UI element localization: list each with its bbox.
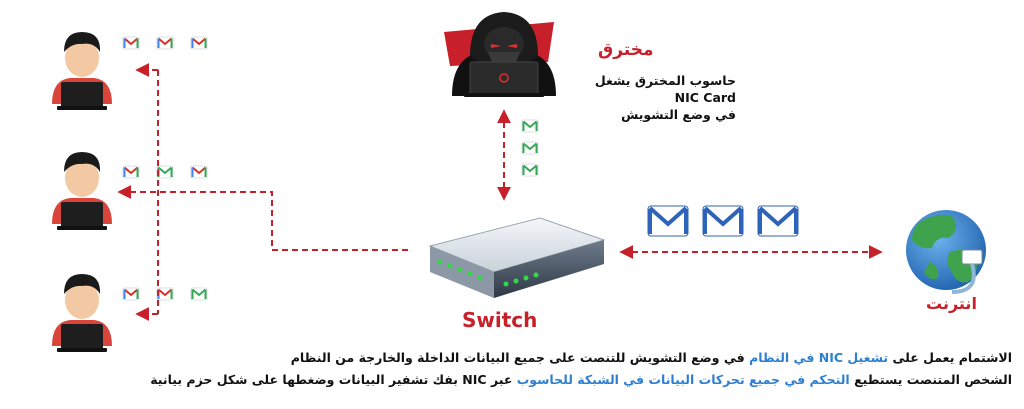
user-icon <box>52 274 112 352</box>
gmail-icon <box>122 165 140 179</box>
caption-line-1: الاشتمام يعمل على تشغيل NIC في النظام في… <box>12 350 1012 365</box>
caption-2-text-a: الشخص المتنصت يستطيع <box>854 372 1012 387</box>
hacker-description: حاسوب المخترق يشغل NIC Card في وضع التشو… <box>594 72 736 123</box>
user-icon <box>52 32 112 110</box>
envelope-icon <box>701 204 745 238</box>
caption-1-text-a: الاشتمام يعمل على <box>892 350 1012 365</box>
gmail-icon-row-bottom <box>122 287 208 301</box>
gmail-icon <box>190 165 208 179</box>
gmail-icon <box>521 141 539 155</box>
envelope-icon <box>646 204 690 238</box>
gmail-icon <box>156 165 174 179</box>
envelope-row <box>646 204 800 238</box>
caption-1-highlight: تشغيل NIC في النظام <box>749 350 889 365</box>
gmail-icon-column <box>521 119 539 177</box>
user-icon <box>52 152 112 230</box>
gmail-icon-row-top <box>122 36 208 50</box>
gmail-icon <box>156 287 174 301</box>
gmail-icon <box>122 36 140 50</box>
caption-2-text-b: عبر NIC بفك تشفير البيانات وضغطها على شك… <box>150 372 513 387</box>
envelope-icon <box>756 204 800 238</box>
internet-label: انترنت <box>926 294 977 313</box>
switch-icon <box>428 217 606 298</box>
gmail-icon <box>521 119 539 133</box>
gmail-icon <box>521 163 539 177</box>
connection-lines <box>117 63 883 321</box>
gmail-icon <box>190 287 208 301</box>
switch-to-user-2-line <box>117 185 408 251</box>
gmail-icon <box>190 36 208 50</box>
caption-2-highlight: التحكم في جميع تحركات البيانات في الشبكة… <box>516 372 850 387</box>
caption-line-2: الشخص المتنصت يستطيع التحكم في جميع تحرك… <box>12 372 1012 387</box>
gmail-icon <box>122 287 140 301</box>
gmail-icon <box>156 36 174 50</box>
hacker-title: مخترق <box>598 40 654 60</box>
hacker-icon <box>444 12 556 97</box>
hacker-desc-line-3: في وضع التشويش <box>621 107 736 122</box>
hacker-desc-line-2: NIC Card <box>674 90 736 105</box>
hacker-desc-line-1: حاسوب المخترق يشغل <box>594 73 736 88</box>
globe-icon <box>906 210 986 294</box>
caption-1-text-b: في وضع التشويش للتنصت على جميع البيانات … <box>290 350 745 365</box>
gmail-icon-row-middle <box>122 165 208 179</box>
switch-label: Switch <box>462 308 538 332</box>
